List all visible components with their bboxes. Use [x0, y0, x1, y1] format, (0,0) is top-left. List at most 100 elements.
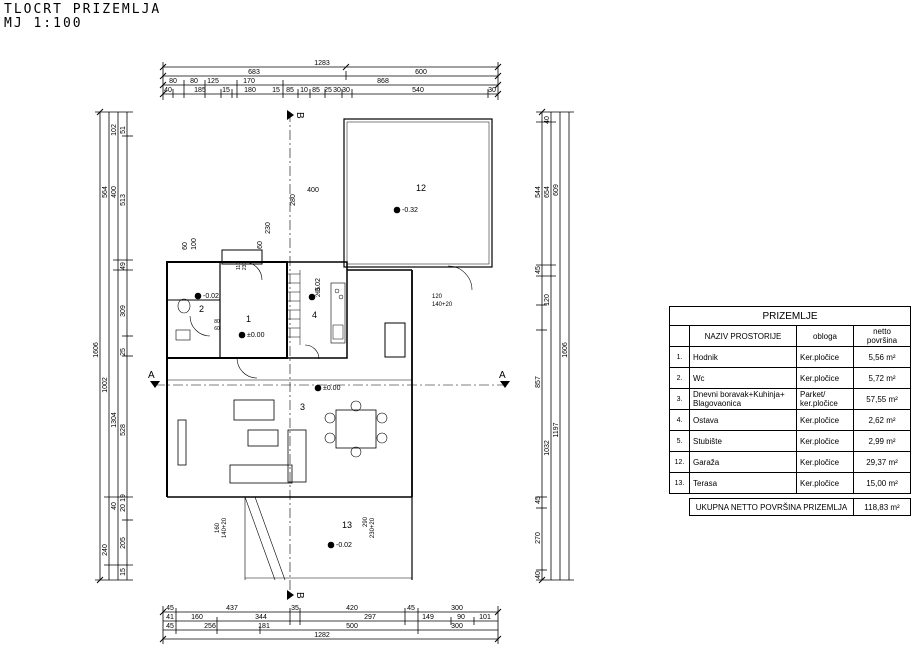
dim-top-r3-1: 80: [190, 78, 198, 85]
dim-top-r2-0: 683: [248, 69, 260, 76]
room-number-garage: 12: [416, 183, 426, 193]
dim-left-r1-5: 49: [120, 262, 127, 270]
table-row: 12. Garaža Ker.pločice 29,37 m²: [669, 451, 911, 473]
room-number-wc: 2: [199, 304, 204, 314]
row-area: 29,37 m²: [853, 451, 911, 473]
dim-inner-9: 60: [214, 326, 220, 332]
dim-bottom-r3-3: 500: [346, 623, 358, 630]
level-label-garage: -0.32: [402, 207, 418, 214]
dim-left-r1-10: 20: [120, 504, 127, 512]
dim-inner-14: 290: [363, 516, 369, 527]
row-finish: Ker.pločice: [796, 367, 854, 389]
section-b-top: B: [294, 112, 305, 119]
dim-top-total: 1283: [314, 60, 330, 67]
room-number-living: 3: [300, 402, 305, 412]
dim-top-r3-3: 170: [243, 78, 255, 85]
dim-top-r3-4: 868: [377, 78, 389, 85]
table-row: 2. Wc Ker.pločice 5,72 m²: [669, 367, 911, 389]
dim-top-r4-2: 15: [222, 87, 230, 94]
dim-inner-10: 120: [432, 294, 443, 300]
dim-bottom-r2-3: 297: [364, 614, 376, 621]
dim-bottom-r1-3: 420: [346, 605, 358, 612]
dim-right-r1-3: 609: [553, 184, 560, 196]
dim-top-r2-1: 600: [415, 69, 427, 76]
dim-top-r4-9: 30: [333, 87, 341, 94]
dim-left-r1-1: 51: [120, 126, 127, 134]
dim-inner-1: 280: [290, 194, 297, 206]
dim-left-r1-8: 528: [120, 424, 127, 436]
dim-inner-4: 60: [257, 241, 264, 249]
level-label-hall: ±0.00: [247, 332, 265, 339]
dim-left-r1-7: 25: [120, 348, 127, 356]
row-room-name: Ostava: [689, 409, 797, 431]
row-room-name: Stubište: [689, 430, 797, 452]
dim-left-r1-0: 102: [111, 124, 118, 136]
dim-inner-13: 140+20: [222, 517, 228, 538]
row-area: 57,55 m²: [853, 388, 911, 410]
dim-right-r1-1: 544: [535, 186, 542, 198]
level-label-stairs: -0.02: [315, 278, 322, 294]
dim-left-r1-12: 205: [120, 537, 127, 549]
dim-right-r1-0: 40: [544, 116, 551, 124]
dim-inner-11: 140+20: [432, 302, 453, 308]
row-number: 4.: [669, 409, 690, 431]
dim-right-r1-7: 1032: [544, 440, 551, 456]
dim-right-r1-8: 1197: [553, 422, 560, 437]
dim-right-r1-9: 45: [535, 496, 542, 504]
row-area: 15,00 m²: [853, 472, 911, 494]
row-area: 5,72 m²: [853, 367, 911, 389]
row-room-name: Garaža: [689, 451, 797, 473]
row-finish: Ker.pločice: [796, 409, 854, 431]
dim-bottom-r2-4: 149: [422, 614, 434, 621]
dim-top-r4-7: 85: [312, 87, 320, 94]
dim-left-r1-2: 564: [102, 186, 109, 198]
dim-inner-8: 80: [214, 319, 220, 325]
room-number-storage: 4: [312, 310, 317, 320]
level-label-living: ±0.00: [323, 385, 341, 392]
dim-bottom-total: 1282: [314, 632, 330, 639]
header-room-name: NAZIV PROSTORIJE: [689, 325, 797, 347]
dim-right-total: 1606: [562, 342, 569, 358]
header-area: netto površina: [853, 325, 911, 347]
header-finish: obloga: [796, 325, 854, 347]
dim-left-r1-14: 240: [102, 544, 109, 556]
dim-inner-15: 230+20: [370, 517, 376, 538]
section-b-bottom: B: [294, 592, 305, 599]
row-room-name: Hodnik: [689, 346, 797, 368]
dim-inner-12: 160: [215, 522, 221, 533]
dim-left-r1-3: 400: [111, 186, 118, 198]
dim-left-mid-0: 1002: [102, 377, 109, 393]
dim-top-r4-6: 10: [300, 87, 308, 94]
room-schedule-table: PRIZEMLJE NAZIV PROSTORIJE obloga netto …: [669, 306, 911, 516]
dim-top-r3-0: 80: [169, 78, 177, 85]
dim-bottom-r1-4: 45: [407, 605, 415, 612]
dim-right-r1-10: 270: [535, 532, 542, 544]
dim-inner-3: 60: [182, 242, 189, 250]
dim-inner-0: 400: [307, 187, 319, 194]
dim-top-r4-1: 185: [194, 87, 206, 94]
dim-right-r1-6: 857: [535, 376, 542, 388]
row-room-name: Terasa: [689, 472, 797, 494]
dim-bottom-r1-1: 437: [226, 605, 238, 612]
dim-bottom-r1-0: 45: [166, 605, 174, 612]
section-a-left: A: [148, 370, 155, 381]
dim-right-r1-2: 654: [544, 186, 551, 198]
row-number: 3.: [669, 388, 690, 410]
drawing-title: TLOCRT PRIZEMLJA MJ 1:100: [4, 3, 161, 31]
row-finish: Parket/ ker.pločice: [796, 388, 854, 410]
dim-inner-7: 230: [242, 262, 248, 271]
row-number: 5.: [669, 430, 690, 452]
dim-top-r4-10: 30: [342, 87, 350, 94]
dim-right-r1-5: 120: [544, 294, 551, 306]
room-number-terrace: 13: [342, 520, 352, 530]
dim-right-r1-4: 45: [535, 266, 542, 274]
row-number: 12.: [669, 451, 690, 473]
dim-left-r1-4: 513: [120, 194, 127, 206]
title-line-2: MJ 1:100: [4, 16, 83, 31]
row-finish: Ker.pločice: [796, 472, 854, 494]
row-finish: Ker.pločice: [796, 346, 854, 368]
section-a-right: A: [499, 370, 506, 381]
room-number-hall: 1: [246, 314, 251, 324]
dim-right-r1-11: 40: [535, 571, 542, 579]
